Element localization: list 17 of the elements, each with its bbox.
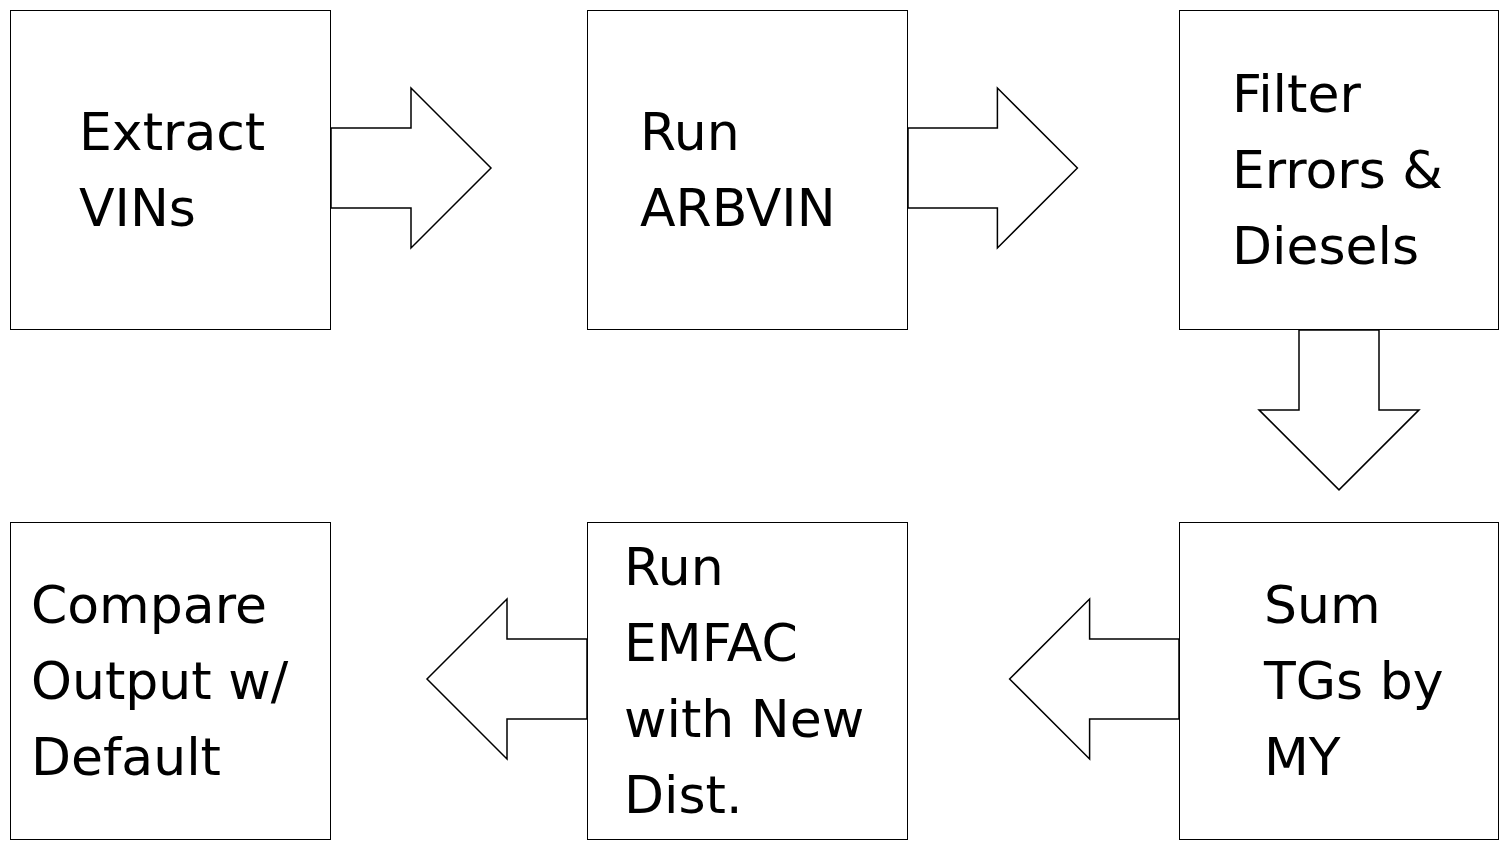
block-arrow [1257, 329, 1421, 491]
step-label: Filter Errors & Diesels [1232, 63, 1444, 278]
block-arrow [1008, 597, 1180, 761]
step-label: Run EMFAC with New Dist. [624, 536, 866, 827]
process-box [10, 10, 331, 330]
process-box [587, 522, 908, 840]
step-label: Run ARBVIN [640, 101, 837, 240]
step-label: Extract VINs [79, 101, 267, 240]
process-box [587, 10, 908, 330]
process-box [1179, 522, 1499, 840]
block-arrow [425, 597, 588, 761]
block-arrow [907, 86, 1079, 250]
process-box [1179, 10, 1499, 330]
step-label: Sum TGs by MY [1264, 574, 1444, 789]
block-arrow [330, 86, 493, 250]
process-box [10, 522, 331, 840]
step-label: Compare Output w/ Default [31, 574, 290, 789]
